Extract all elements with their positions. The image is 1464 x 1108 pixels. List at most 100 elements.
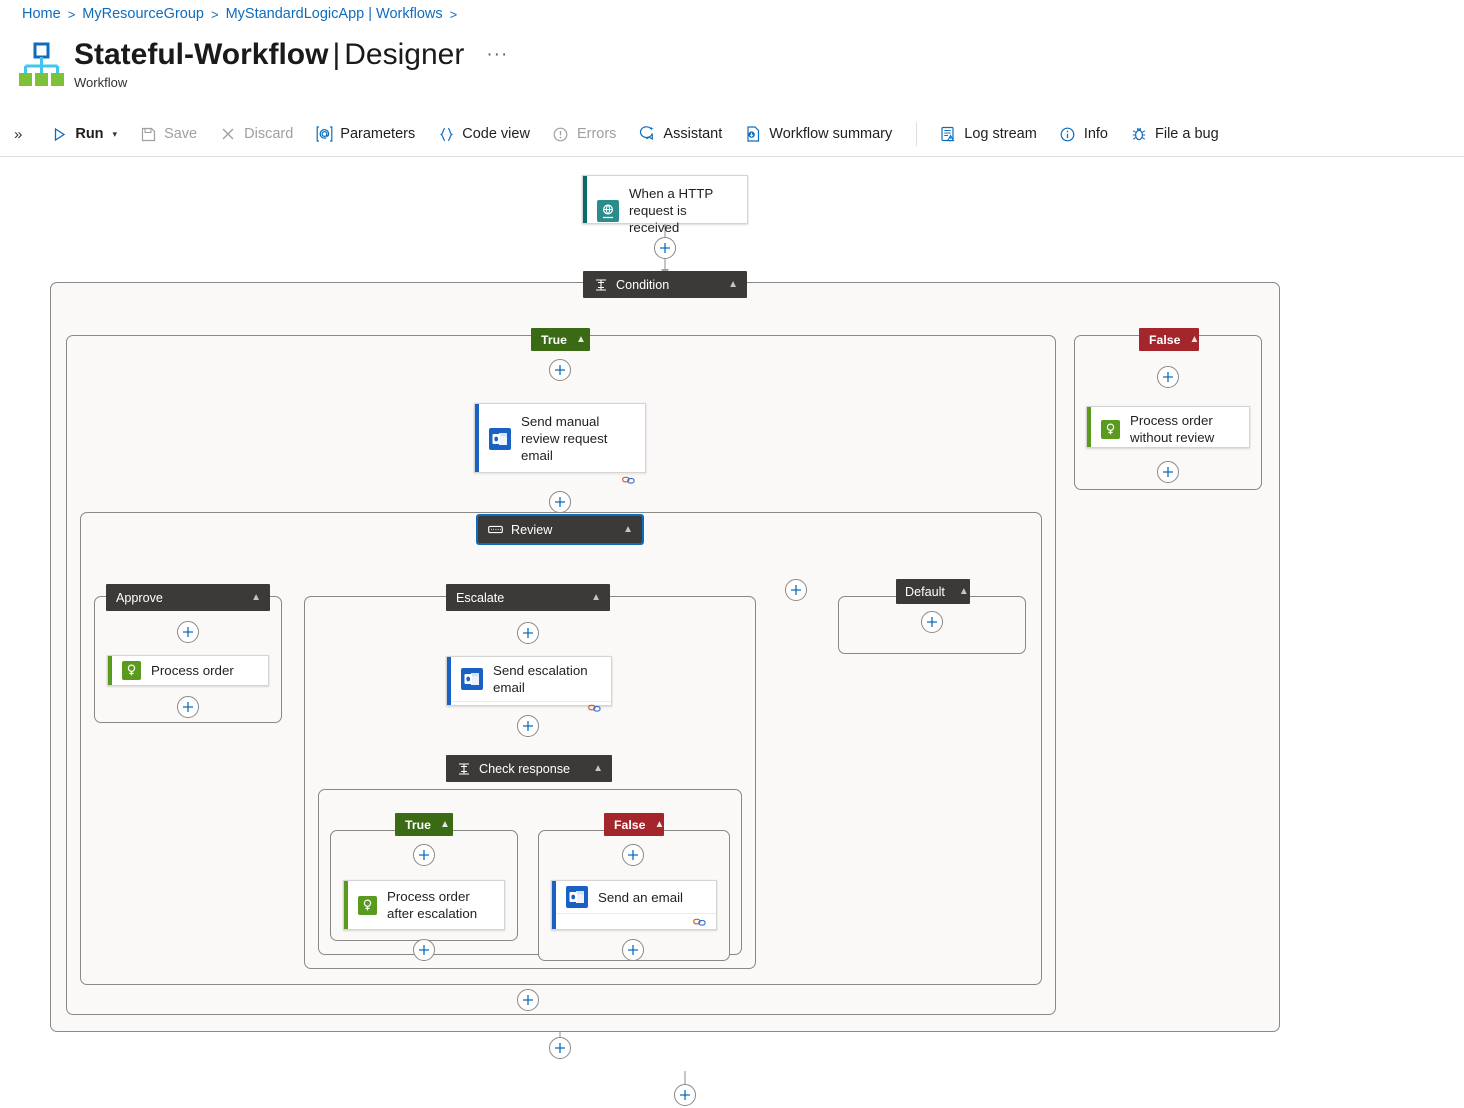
parameters-label: Parameters [340, 126, 416, 142]
case-default-label: Default [905, 584, 945, 599]
at-sign-icon [315, 125, 333, 143]
add-action-button[interactable] [177, 621, 199, 643]
add-action-button[interactable] [654, 237, 676, 259]
connection-link-icon [622, 474, 636, 486]
more-options-icon[interactable]: ··· [486, 44, 509, 65]
condition-node-check-response[interactable]: Check response ▲ [446, 755, 612, 782]
office365-outlook-icon [461, 668, 483, 690]
assistant-button[interactable]: Assistant [628, 119, 732, 149]
condition-node[interactable]: Condition ▲ [583, 271, 747, 298]
case-node-escalate[interactable]: Escalate ▲ [446, 584, 610, 611]
file-a-bug-button[interactable]: File a bug [1120, 119, 1229, 149]
info-label: Info [1083, 126, 1108, 142]
trigger-card-http-request[interactable]: When a HTTP request is received [582, 175, 748, 235]
breadcrumb: Home > MyResourceGroup > MyStandardLogic… [22, 6, 457, 22]
page-title-section: Designer [344, 38, 465, 71]
save-button[interactable]: Save [129, 119, 207, 149]
parameters-button[interactable]: Parameters [305, 119, 425, 149]
action-label: Process order [151, 663, 234, 678]
branch-pill-false-nested[interactable]: False ▲ [604, 813, 664, 836]
add-action-button[interactable] [622, 844, 644, 866]
branch-pill-true[interactable]: True ▲ [531, 328, 590, 351]
case-node-approve[interactable]: Approve ▲ [106, 584, 270, 611]
add-action-button[interactable] [1157, 366, 1179, 388]
action-accent-bar [108, 656, 112, 685]
add-action-button[interactable] [549, 359, 571, 381]
add-action-button[interactable] [517, 715, 539, 737]
add-action-button[interactable] [413, 844, 435, 866]
action-accent-bar [344, 881, 348, 929]
chevron-up-icon[interactable]: ▲ [575, 334, 586, 345]
add-action-button[interactable] [549, 1037, 571, 1059]
add-action-button[interactable] [517, 989, 539, 1011]
action-label: Process order after escalation [387, 889, 478, 921]
add-action-button[interactable] [517, 622, 539, 644]
switch-node-review[interactable]: Review ▲ [476, 514, 644, 545]
action-card-process-order-after-escalation[interactable]: Process order after escalation [343, 880, 505, 930]
chevron-up-icon[interactable]: ▲ [593, 763, 603, 774]
action-card-send-manual-review-email[interactable]: Send manual review request email [474, 403, 646, 484]
workflow-summary-button[interactable]: Workflow summary [734, 119, 902, 149]
chevron-up-icon[interactable]: ▲ [251, 592, 261, 603]
errors-button[interactable]: Errors [542, 119, 626, 149]
workflow-summary-label: Workflow summary [769, 126, 893, 142]
case-escalate-label: Escalate [456, 590, 505, 605]
branch-pill-false[interactable]: False ▲ [1139, 328, 1199, 351]
case-node-default[interactable]: Default ▲ [896, 579, 970, 604]
code-view-button[interactable]: Code view [427, 119, 540, 149]
action-card-send-an-email[interactable]: Send an email [551, 880, 717, 930]
action-card-send-escalation-email[interactable]: Send escalation email [446, 656, 612, 712]
chevron-up-icon[interactable]: ▲ [623, 524, 633, 535]
condition-icon [456, 761, 471, 776]
page-header: Stateful-Workflow | Designer ··· Workflo… [18, 36, 508, 90]
error-circle-icon [552, 125, 570, 143]
page-title: Stateful-Workflow | Designer ··· [74, 36, 508, 74]
action-label: Send escalation email [493, 663, 588, 695]
compose-action-icon [1101, 419, 1120, 439]
expand-chevrons-icon[interactable]: » [14, 125, 23, 143]
chevron-up-icon[interactable]: ▲ [439, 819, 450, 830]
save-icon [139, 125, 157, 143]
discard-button[interactable]: Discard [209, 119, 303, 149]
action-accent-bar [475, 404, 479, 472]
toolbar-divider [916, 122, 918, 146]
chevron-up-icon[interactable]: ▲ [591, 592, 601, 603]
discard-label: Discard [244, 126, 294, 142]
info-circle-icon [1059, 125, 1077, 143]
log-stream-button[interactable]: Log stream [929, 119, 1047, 149]
compose-action-icon [122, 661, 141, 680]
chevron-up-icon[interactable]: ▲ [958, 586, 969, 597]
chevron-up-icon[interactable]: ▲ [1189, 334, 1200, 345]
page-title-pipe: | [332, 38, 341, 71]
breadcrumb-item-logic-app-workflows[interactable]: MyStandardLogicApp | Workflows [225, 6, 443, 22]
add-case-plus-icon[interactable] [785, 579, 807, 601]
summary-doc-icon [744, 125, 762, 143]
action-label: Send an email [598, 889, 684, 905]
run-button[interactable]: Run ▾ [40, 119, 127, 149]
chevron-down-icon[interactable]: ▾ [112, 128, 118, 139]
add-action-button[interactable] [622, 939, 644, 961]
add-action-button[interactable] [674, 1084, 696, 1106]
add-action-button[interactable] [413, 939, 435, 961]
branch-false-label: False [614, 817, 646, 832]
action-card-process-order[interactable]: Process order [107, 655, 269, 686]
add-action-button[interactable] [549, 491, 571, 513]
branch-pill-true-nested[interactable]: True ▲ [395, 813, 453, 836]
add-action-button[interactable] [1157, 461, 1179, 483]
info-button[interactable]: Info [1049, 119, 1118, 149]
errors-label: Errors [576, 126, 617, 142]
breadcrumb-separator: > [210, 6, 219, 22]
workflow-designer-canvas[interactable]: When a HTTP request is received Conditio… [0, 158, 1464, 1108]
branch-true-label: True [405, 817, 431, 832]
action-card-process-order-without-review[interactable]: Process order without review [1086, 406, 1250, 448]
connection-link-icon [693, 916, 707, 928]
add-action-button[interactable] [177, 696, 199, 718]
chevron-up-icon[interactable]: ▲ [654, 819, 665, 830]
log-stream-icon [939, 125, 957, 143]
chevron-up-icon[interactable]: ▲ [728, 279, 738, 290]
file-a-bug-label: File a bug [1155, 126, 1219, 142]
breadcrumb-item-resource-group[interactable]: MyResourceGroup [82, 6, 204, 22]
add-action-button[interactable] [921, 611, 943, 633]
breadcrumb-item-home[interactable]: Home [22, 6, 61, 22]
condition-icon [593, 277, 608, 292]
